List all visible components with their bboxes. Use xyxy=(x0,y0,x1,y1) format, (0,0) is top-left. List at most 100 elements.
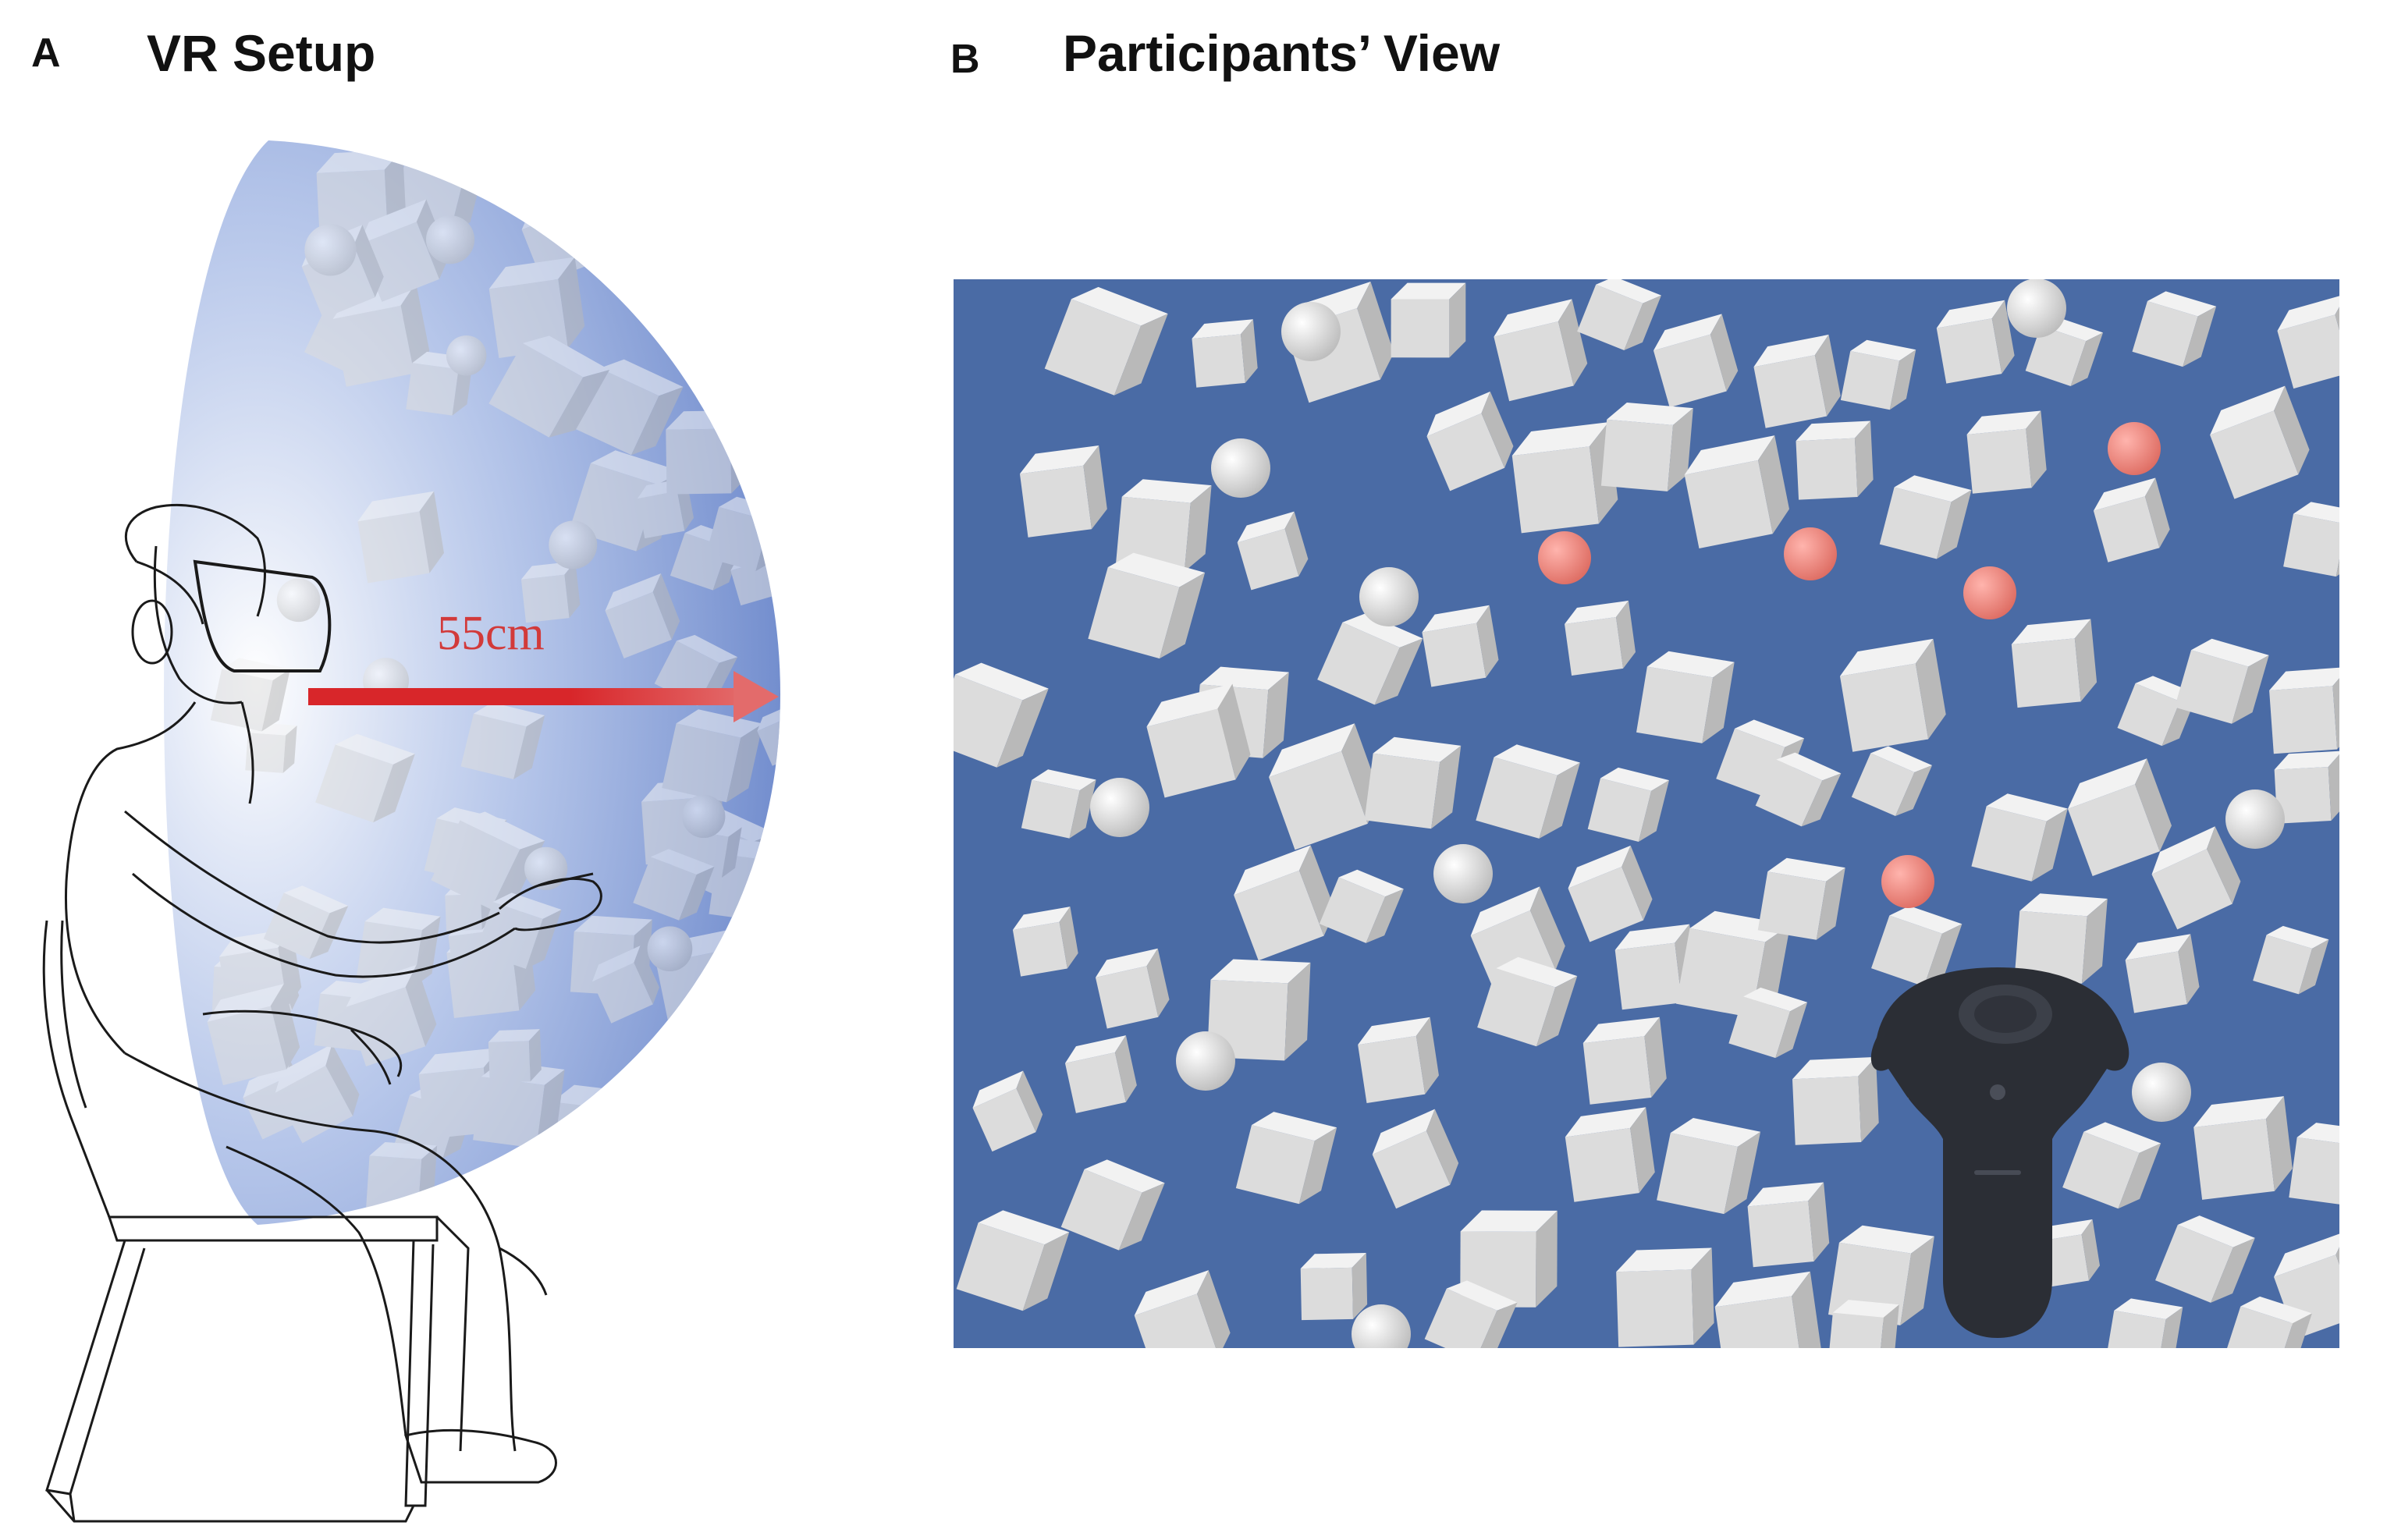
scene-cube xyxy=(1966,410,2047,494)
scene-cube xyxy=(1728,987,1808,1059)
scene-cube xyxy=(1115,479,1212,572)
scene-cube xyxy=(1879,475,1972,559)
dome-sphere xyxy=(549,520,598,570)
scene-cube xyxy=(2274,750,2339,824)
dome-cube xyxy=(488,1029,542,1084)
dome-cube xyxy=(488,335,610,438)
scene-cube xyxy=(1019,445,1107,538)
distractor-sphere xyxy=(1352,1304,1411,1348)
dome-cube xyxy=(662,212,731,286)
dome-cube xyxy=(366,1142,438,1212)
scene-cube xyxy=(1565,600,1636,676)
scene-cube xyxy=(2067,758,2172,876)
scene-cube xyxy=(2125,934,2200,1013)
scene-cube xyxy=(2269,666,2339,754)
scene-cube xyxy=(1088,552,1206,659)
scene-cube xyxy=(954,662,1049,768)
dome-cube xyxy=(263,885,349,960)
scene-cube xyxy=(1424,1280,1518,1348)
scene-cube xyxy=(1044,286,1168,396)
scene-cube xyxy=(1971,793,2068,882)
vive-controller-icon xyxy=(1870,967,2129,1338)
dome-cube xyxy=(245,722,297,773)
distractor-sphere xyxy=(2132,1063,2191,1122)
target-sphere xyxy=(1881,855,1934,908)
scene-cube xyxy=(1358,1017,1439,1103)
scene-cube xyxy=(1146,683,1251,798)
dome-cube xyxy=(662,709,763,803)
dome-cube xyxy=(574,1144,653,1225)
scene-cube xyxy=(1714,1271,1821,1348)
target-sphere xyxy=(2108,422,2161,475)
scene-cube xyxy=(1064,1035,1137,1113)
scene-cube xyxy=(2289,1123,2339,1206)
distractor-sphere xyxy=(1090,778,1149,837)
dome-cube xyxy=(712,982,780,1064)
scene-cube xyxy=(1828,1300,1899,1348)
distractor-sphere xyxy=(1211,438,1270,498)
scene-cube xyxy=(1134,1270,1231,1348)
scene-cube xyxy=(2210,385,2310,499)
participant-view-scene xyxy=(954,279,2339,1348)
dome-sphere xyxy=(304,224,357,276)
distractor-sphere xyxy=(1433,844,1493,903)
scene-cube xyxy=(1871,906,1963,987)
panel-a-letter: A xyxy=(31,30,61,76)
scene-cube xyxy=(1012,907,1078,977)
scene-cube xyxy=(1600,402,1693,491)
scene-cube xyxy=(1792,1056,1879,1145)
dome-cube xyxy=(666,410,750,495)
target-sphere xyxy=(1963,566,2016,619)
scene-cube xyxy=(1235,1112,1337,1205)
vr-dome xyxy=(164,140,780,1225)
scene-cube xyxy=(1060,1159,1165,1251)
scene-cube xyxy=(1839,638,1946,752)
scene-cube xyxy=(1755,752,1842,827)
scene-cube xyxy=(1192,319,1258,388)
seated-participant-icon xyxy=(42,503,602,1523)
scene-cube xyxy=(2193,1096,2293,1200)
scene-cube xyxy=(1684,435,1789,548)
panel-a-title: VR Setup xyxy=(147,24,376,82)
dome-sphere xyxy=(647,926,693,972)
scene-cube xyxy=(1300,1253,1368,1321)
scene-cube xyxy=(1237,511,1309,591)
scene-cube xyxy=(1095,948,1170,1029)
scene-cube xyxy=(1494,299,1588,402)
dome-cube xyxy=(666,254,719,308)
scene-cube xyxy=(2155,1215,2255,1303)
dome-cube xyxy=(357,491,444,584)
scene-virtual-objects xyxy=(954,279,2339,1348)
dome-cube xyxy=(315,733,415,823)
dome-cube xyxy=(520,561,581,623)
scene-cube xyxy=(1319,869,1404,943)
scene-cube xyxy=(1568,845,1653,942)
distractor-sphere xyxy=(1359,567,1419,626)
scene-cube xyxy=(1753,334,1841,428)
panel-b-letter: B xyxy=(950,37,980,82)
distractor-sphere xyxy=(1281,302,1341,361)
scene-cube xyxy=(1757,857,1845,940)
scene-cube xyxy=(1582,1017,1667,1105)
scene-cube xyxy=(1657,1117,1761,1215)
scene-cube xyxy=(1234,845,1336,961)
scene-cube xyxy=(2093,477,2170,562)
scene-cube xyxy=(1372,1109,1459,1209)
scene-cube xyxy=(2277,293,2339,389)
scene-cube xyxy=(1391,282,1466,358)
scene-cube xyxy=(2105,1298,2183,1348)
distance-label: 55cm xyxy=(437,607,545,660)
scene-cube xyxy=(1851,746,1933,817)
scene-cube xyxy=(1636,651,1735,743)
distractor-sphere xyxy=(1176,1031,1235,1091)
scene-cube xyxy=(2253,925,2329,995)
scene-cube xyxy=(1577,279,1661,350)
dome-sphere xyxy=(682,794,726,839)
scene-cube xyxy=(956,1210,1070,1311)
scene-cube xyxy=(1021,769,1096,839)
dome-cube xyxy=(460,702,545,779)
scene-cube xyxy=(1587,767,1669,842)
dome-cube xyxy=(210,658,290,732)
dome-cube xyxy=(591,946,659,1024)
